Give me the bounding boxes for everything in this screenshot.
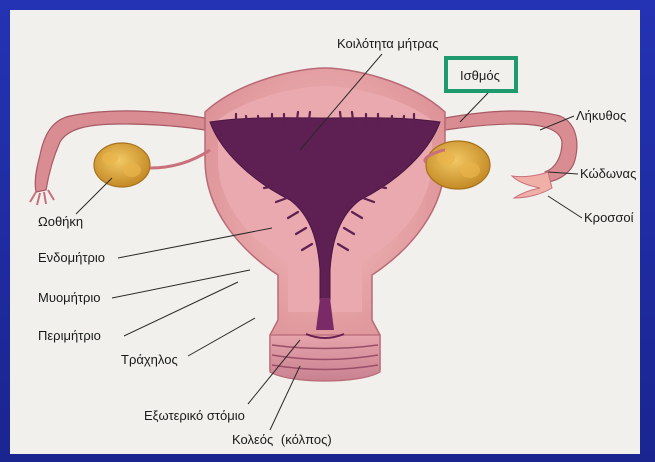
cervix <box>270 335 380 381</box>
leader-myometrium <box>112 270 250 298</box>
left-ovarian-ligament <box>150 150 210 168</box>
label-isthmus: Ισθμός <box>460 68 500 83</box>
left-ovary <box>94 143 150 187</box>
label-myometrium: Μυομήτριο <box>38 290 101 305</box>
left-fimbriae <box>30 190 54 205</box>
label-perimetrium: Περιμήτριο <box>38 328 101 343</box>
label-vagina-main: Κολεός <box>232 432 273 447</box>
label-vagina-alt: (κόλπος) <box>281 432 332 447</box>
leader-perimetrium <box>124 282 238 336</box>
label-vagina: Κολεός (κόλπος) <box>232 432 332 447</box>
label-fallopian-tube: Λήκυθος <box>576 108 626 123</box>
label-fimbriae: Κροσσοί <box>584 210 633 225</box>
label-cervix: Τράχηλος <box>121 352 178 367</box>
leader-fimbriae <box>548 196 582 218</box>
label-uterine-cavity: Κοιλότητα μήτρας <box>337 36 438 51</box>
right-ovary <box>426 141 490 189</box>
leader-ovary <box>76 178 112 214</box>
label-external-os: Εξωτερικό στόμιο <box>144 408 245 423</box>
leader-cervix <box>188 318 255 356</box>
label-ovary: Ωοθήκη <box>38 214 83 229</box>
label-fimbriae-bell: Κώδωνας <box>580 166 636 181</box>
label-endometrium: Ενδομήτριο <box>38 250 105 265</box>
right-fimbriae <box>512 172 552 198</box>
